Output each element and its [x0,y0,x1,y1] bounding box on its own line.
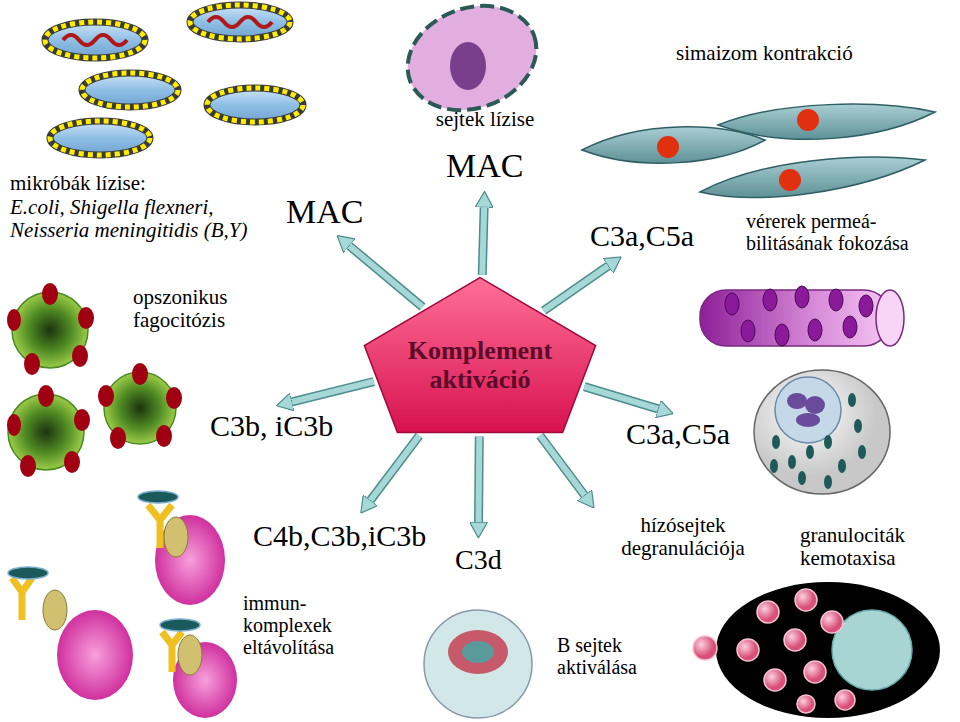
arrow-outline [544,266,608,311]
bacteria [45,5,303,155]
effector-label: C3b, iC3b [206,407,337,444]
arrow-body [476,436,483,522]
caption-label: immun- komplexek eltávolítása [243,592,363,658]
effector-text: C3d [455,545,502,576]
activation-arrow [478,436,480,522]
caption-label: opszonikus fagocitózis [133,286,263,332]
effector-text: C3a,C5a [626,417,730,450]
caption-label: vérerek permeá- bilitásának fokozása [746,210,951,254]
arrow-outline [474,436,484,522]
pentagon-outline [364,278,595,433]
arrow-body [349,246,422,307]
effector-label: MAC [442,145,527,186]
caption-label: sejtek lízise [420,108,550,131]
caption-label: simaizom kontrakció [676,42,853,65]
effector-text: hízósejtek degranulációja [601,514,765,560]
pentagon-node: Komplement aktiváció [362,276,598,434]
arrow-body [292,382,374,402]
caption-label: mikróbák lízise: [10,172,146,195]
arrow-outline [370,436,419,501]
blood-vessel [700,286,904,346]
activation-arrow [370,436,419,501]
activation-arrow [292,382,374,402]
activation-arrow [584,387,658,409]
arrow-outline [292,382,374,402]
immune-complexes [8,491,237,718]
smooth-muscle-cells [582,104,935,197]
arrow-body [482,207,484,274]
mast-cell [693,582,940,718]
arrow-outline [349,246,422,307]
arrow-body [584,387,658,409]
effector-label: C4b,C3b,iC3b [249,517,430,554]
caption-label: B sejtek aktiválása [557,634,672,678]
pentagon-text: Komplement aktiváció [387,337,573,394]
effector-text: C3b, iC3b [210,409,333,442]
effector-text: C4b,C3b,iC3b [253,519,426,552]
effector-label: C3a,C5a [586,217,698,254]
effector-text: MAC [446,147,523,184]
activation-arrow [349,246,422,307]
b-cell [424,610,532,718]
caption-label: granulociták kemotaxisa [800,524,950,570]
arrow-outline [584,387,658,409]
activation-arrow [540,436,584,496]
activation-arrow [544,266,608,311]
effector-label: hízósejtek degranulációja [597,512,769,562]
effector-text: MAC [286,193,363,230]
effector-label: C3d [451,543,506,578]
arrow-outline [540,436,584,496]
caption-label: E.coli, Shigella flexneri, Neisseria men… [10,196,285,242]
effector-label: C3a,C5a [622,415,734,452]
activation-arrow [482,207,484,274]
arrow-body [370,436,419,501]
arrow-body [544,266,608,311]
effector-text: C3a,C5a [590,219,694,252]
effector-label: MAC [282,191,367,232]
arrow-outline [482,207,484,274]
granulocyte [754,370,890,494]
arrow-body [540,436,584,496]
